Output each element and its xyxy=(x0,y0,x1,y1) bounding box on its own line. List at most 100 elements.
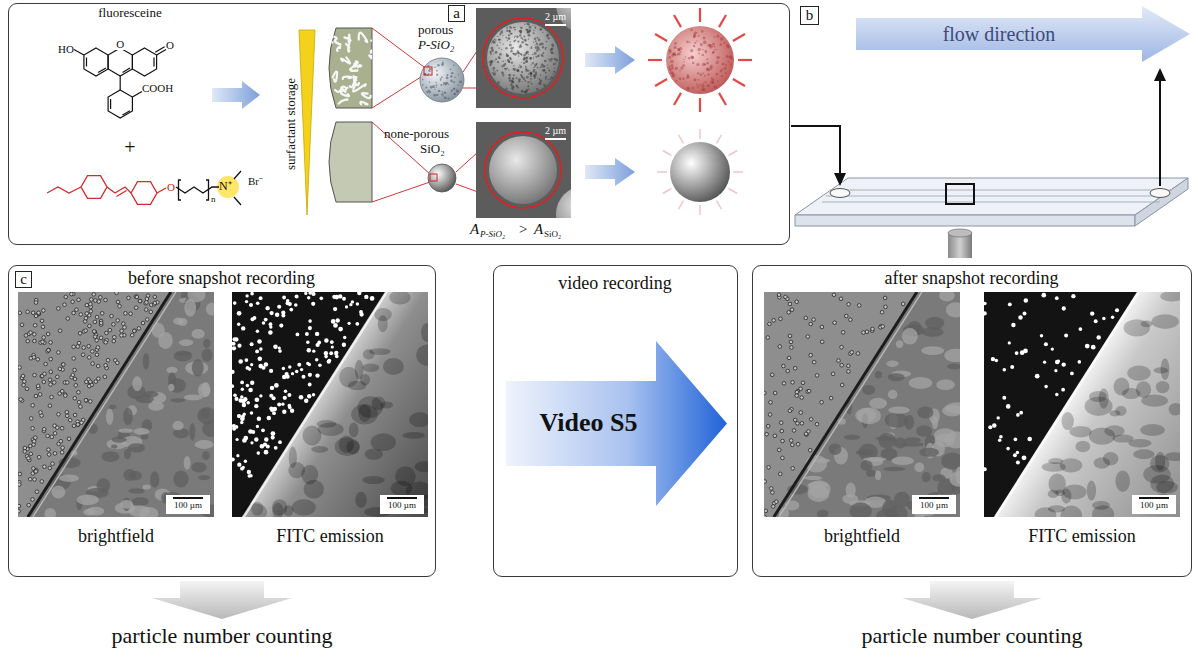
pore-dot xyxy=(509,74,512,77)
particle xyxy=(145,318,149,322)
particle xyxy=(85,312,89,316)
particle xyxy=(245,358,249,362)
pore-dot xyxy=(693,45,695,47)
particle xyxy=(33,478,37,482)
particle xyxy=(66,317,70,321)
particle xyxy=(1079,327,1083,331)
pore-dot xyxy=(696,40,698,42)
pore-dot xyxy=(522,81,523,82)
particle xyxy=(243,397,247,401)
cell-blotch xyxy=(191,462,206,472)
microfluidic-chip xyxy=(830,189,850,198)
pore-dot xyxy=(539,78,541,80)
fluorescein-structure xyxy=(108,48,132,76)
particle xyxy=(18,472,22,476)
particle xyxy=(61,446,65,450)
pore-dot xyxy=(493,70,495,72)
pore-dot xyxy=(668,54,669,55)
microfluidic-chip xyxy=(822,202,1160,203)
particle xyxy=(862,331,866,335)
particle xyxy=(18,366,21,370)
particle xyxy=(60,389,64,393)
pore-dot xyxy=(520,26,523,29)
pore-dot xyxy=(491,42,492,43)
particle xyxy=(275,312,280,317)
scale-box xyxy=(380,495,424,514)
particle xyxy=(788,302,792,306)
particle xyxy=(284,390,287,393)
cell-blotch xyxy=(1069,426,1091,438)
particle xyxy=(345,305,348,308)
surfactant-structure xyxy=(179,180,209,200)
pore xyxy=(344,37,350,40)
fluorescein-structure xyxy=(74,50,84,56)
particle xyxy=(841,331,845,335)
cell-blotch xyxy=(52,486,66,499)
particle xyxy=(19,398,23,402)
cell-blotch xyxy=(1169,403,1180,416)
pore-dot xyxy=(519,45,522,48)
scale-box xyxy=(912,495,956,514)
fluorescein-structure xyxy=(108,90,132,118)
pore-dot xyxy=(442,91,443,92)
cell-blotch xyxy=(421,323,428,342)
particle xyxy=(357,292,361,295)
particle xyxy=(312,393,315,396)
pore-dot xyxy=(700,43,703,46)
particle xyxy=(51,462,55,466)
cell-blotch xyxy=(936,379,955,390)
cell-blotch xyxy=(902,328,918,345)
pore-dot xyxy=(679,70,681,72)
particle xyxy=(90,298,94,302)
particle xyxy=(34,470,38,474)
pore-dot xyxy=(555,59,558,62)
pore-dot xyxy=(521,71,523,73)
fluorescein-structure xyxy=(84,48,108,76)
cell-blotch xyxy=(202,451,210,460)
particle xyxy=(1044,385,1048,389)
particle xyxy=(833,321,837,325)
cell-blotch xyxy=(416,344,428,365)
particle xyxy=(271,431,276,436)
pore-dot xyxy=(712,82,714,84)
pore-dot xyxy=(453,65,454,66)
pore-dot xyxy=(730,64,732,66)
particle xyxy=(42,427,46,431)
pore-dot xyxy=(436,87,437,88)
cell-blotch xyxy=(803,476,822,480)
particle xyxy=(815,422,819,426)
particle xyxy=(327,360,331,364)
pore-dot xyxy=(534,26,535,27)
particle xyxy=(57,351,61,355)
pore-dot xyxy=(497,36,498,37)
particle xyxy=(33,339,37,343)
pore-dot xyxy=(508,69,509,70)
fluorescein-structure xyxy=(86,58,87,67)
particle xyxy=(49,383,53,387)
particle xyxy=(1078,360,1082,364)
particle xyxy=(95,315,99,319)
pore-dot xyxy=(496,44,498,46)
atom-label: COOH xyxy=(142,82,173,94)
cell-blotch xyxy=(1099,388,1109,408)
pore-dot xyxy=(696,63,699,66)
pore-dot xyxy=(702,73,704,75)
particle xyxy=(65,414,69,418)
particle xyxy=(984,311,987,315)
particle xyxy=(89,309,93,313)
pore-dot xyxy=(551,43,554,46)
pore-dot xyxy=(533,67,534,68)
emission-ray xyxy=(655,79,667,86)
particle xyxy=(18,311,22,315)
particle xyxy=(43,372,47,376)
pore-dot xyxy=(534,38,536,40)
cell-blotch xyxy=(365,448,383,459)
pore-dot xyxy=(497,61,499,63)
pore-dot xyxy=(506,30,509,33)
particle xyxy=(295,295,299,299)
fluorescein-structure xyxy=(132,92,142,98)
particle xyxy=(988,425,992,429)
particle xyxy=(364,295,368,299)
emission-ray xyxy=(699,98,701,112)
particle xyxy=(235,438,238,441)
